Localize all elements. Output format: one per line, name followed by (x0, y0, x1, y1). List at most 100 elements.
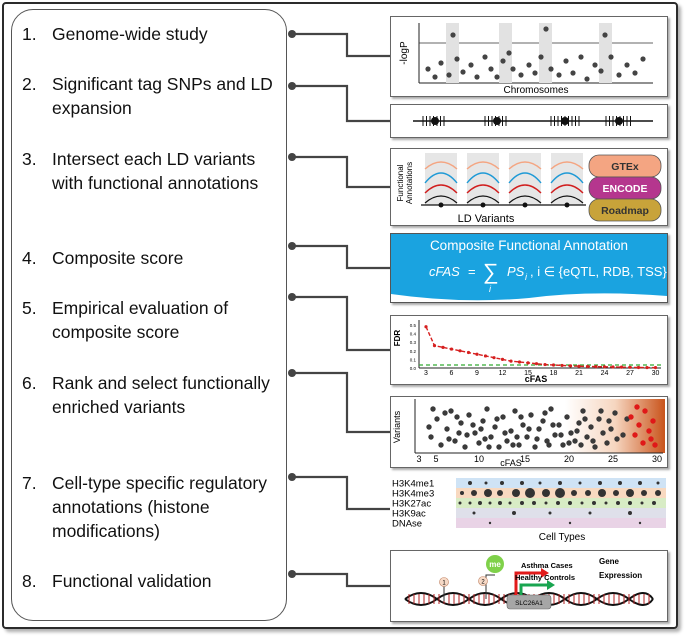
marker2-label: 2 (481, 580, 485, 586)
x-tick-label: 15 (524, 370, 532, 377)
snp-point (592, 62, 598, 68)
variant-point (524, 434, 530, 440)
signal-dot (626, 489, 634, 497)
x-tick-label: 24 (601, 370, 609, 377)
variant-point (536, 426, 542, 432)
step-text: Functional validation (52, 571, 212, 591)
variant-point (520, 422, 526, 428)
variant-point (574, 428, 580, 434)
variant-column (509, 153, 541, 205)
variant-point (592, 444, 598, 450)
signal-dot (616, 501, 620, 505)
snp-point (468, 62, 474, 68)
baseline-signal (508, 195, 542, 204)
chromosome-band (539, 23, 552, 83)
y-tick-label: 0.5 (410, 323, 417, 328)
y-tick-label: 0.4 (410, 332, 417, 337)
selected-variant-point (646, 428, 652, 434)
variant-point (444, 426, 450, 432)
variant-point (542, 410, 548, 416)
variant-point (452, 438, 458, 444)
variant-point (438, 442, 444, 448)
variant-point (446, 436, 452, 442)
snp-point (494, 74, 500, 80)
gene-box (506, 594, 552, 610)
step-4: 4. Composite score (22, 246, 277, 270)
selected-variant-point (628, 414, 634, 420)
x-label: LD Variants (458, 213, 515, 225)
signal-dot (613, 490, 619, 496)
variant-point (598, 408, 604, 414)
signal-dot (532, 501, 536, 505)
snp-point (570, 70, 576, 76)
signal-dot (458, 501, 462, 505)
variant-point (568, 430, 574, 436)
signal-dot (520, 501, 524, 505)
baseline-signal (424, 195, 458, 204)
selected-variant-point (652, 442, 658, 448)
snp-point (474, 74, 480, 80)
variant-point (514, 434, 520, 440)
x-tick-label: 15 (520, 454, 530, 464)
variant-point (472, 430, 478, 436)
snp-point (598, 68, 604, 74)
gtex-signal (508, 161, 542, 170)
step-text: Composite score (52, 248, 184, 268)
variant-point (624, 416, 630, 422)
signal-dot (508, 501, 512, 505)
x-tick-label: 3 (424, 370, 428, 377)
chromosome-band (499, 23, 512, 83)
variant-point (564, 414, 570, 420)
variant-point (462, 444, 468, 450)
selected-variant-point (632, 432, 638, 438)
variant-point (620, 432, 626, 438)
x-tick-label: 30 (652, 370, 660, 377)
variant-point (540, 418, 546, 424)
snp-point (632, 70, 638, 76)
track-band (456, 508, 666, 518)
panel-genome-wide: -logP Chromosomes (390, 16, 668, 97)
variant-point (612, 410, 618, 416)
x-label: Cell Types (539, 532, 586, 543)
snp-point (548, 66, 554, 72)
track-band (456, 498, 666, 508)
tag-snp (431, 117, 439, 125)
variant-point (566, 440, 572, 446)
snp-point (506, 50, 512, 56)
snp-point (563, 58, 569, 64)
signal-dot (604, 501, 608, 505)
manhattan-plot: -logP Chromosomes (399, 23, 653, 96)
signal-dot (598, 481, 602, 485)
snp-point (425, 66, 431, 72)
variant-point (600, 430, 606, 436)
fdr-point (577, 364, 581, 368)
formula-term-index: i (525, 272, 528, 282)
encode-signal (466, 172, 500, 184)
signal-dot (578, 481, 582, 485)
variant-point (488, 434, 494, 440)
signal-dot (538, 481, 542, 485)
step-text: Rank and select functionally enriched va… (52, 373, 270, 417)
variant-point (578, 442, 584, 448)
variant-point (512, 408, 518, 414)
variant-point (556, 422, 562, 428)
step-5: 5.Empirical evaluation of composite scor… (22, 296, 277, 344)
encode-signal (508, 172, 542, 184)
variant-point (558, 432, 564, 438)
variant-point (456, 430, 462, 436)
x-label: cFAS (525, 374, 548, 384)
step-number: 7. (22, 473, 37, 493)
step-number: 4. (22, 248, 37, 268)
roadmap-signal (466, 184, 500, 194)
fdr-point (517, 360, 522, 364)
healthy-label: Healthy Controls (515, 573, 575, 582)
variant-point (546, 442, 552, 448)
signal-dot (498, 501, 502, 505)
snp-point (510, 66, 516, 72)
healthy-arrow-head (547, 580, 555, 590)
variant-point (434, 416, 440, 422)
step-text: Cell-type specific regulatory annotation… (52, 473, 267, 541)
baseline-signal (466, 195, 500, 204)
